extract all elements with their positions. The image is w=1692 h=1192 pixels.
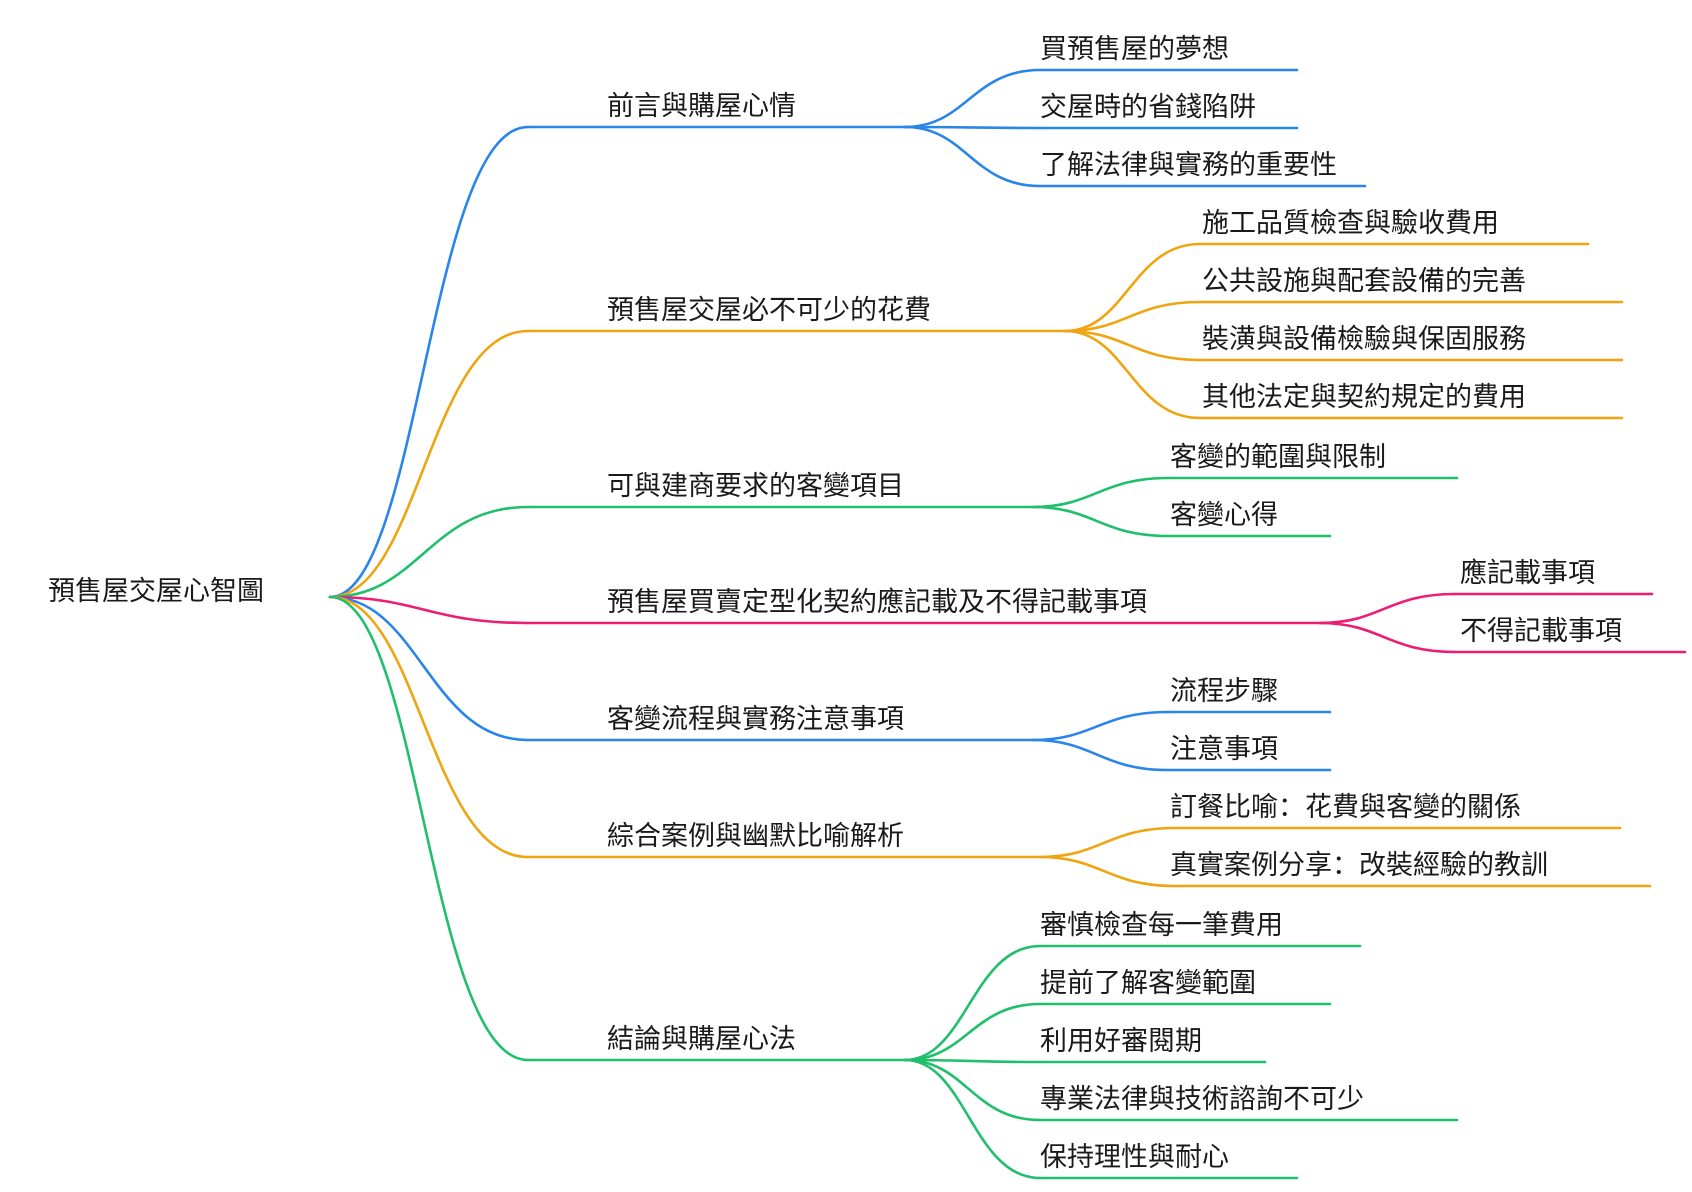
branch-6-leaf-1-label: 提前了解客變範圍 bbox=[1040, 968, 1256, 999]
branch-0-leaf-0-label: 買預售屋的夢想 bbox=[1040, 34, 1229, 65]
branch-3-leaf-0-connector bbox=[1318, 592, 1457, 625]
branch-5-label: 綜合案例與幽默比喻解析 bbox=[607, 821, 904, 852]
branch-3-leaf-1-connector bbox=[1318, 621, 1457, 654]
branch-6-connector bbox=[328, 595, 530, 1062]
branch-6-label: 結論與購屋心法 bbox=[607, 1024, 796, 1055]
branch-2-leaf-1-connector bbox=[1031, 505, 1170, 538]
branch-0-leaf-0-connector bbox=[903, 68, 1042, 129]
branch-0-leaf-1-connector bbox=[903, 125, 1042, 130]
branch-4-leaf-0-connector bbox=[1031, 710, 1170, 742]
branch-6-leaf-3-connector bbox=[903, 1058, 1042, 1122]
branch-5-leaf-0-label: 訂餐比喻：花費與客變的關係 bbox=[1170, 792, 1521, 823]
branch-5-connector bbox=[328, 595, 530, 859]
branch-0-label: 前言與購屋心情 bbox=[607, 91, 796, 122]
branch-5-leaf-1-connector bbox=[1038, 855, 1177, 888]
branch-1-leaf-1-connector bbox=[1063, 300, 1202, 333]
branch-6-leaf-1-connector bbox=[903, 1002, 1042, 1062]
branch-1-leaf-0-label: 施工品質檢查與驗收費用 bbox=[1202, 208, 1499, 239]
branch-6-leaf-2-label: 利用好審閱期 bbox=[1040, 1026, 1202, 1057]
branch-6-leaf-0-connector bbox=[903, 944, 1042, 1062]
branch-0-leaf-2-label: 了解法律與實務的重要性 bbox=[1040, 150, 1337, 181]
branch-2-leaf-1-label: 客變心得 bbox=[1170, 500, 1278, 531]
branch-5-leaf-1-label: 真實案例分享：改裝經驗的教訓 bbox=[1170, 850, 1548, 881]
branch-1-label: 預售屋交屋必不可少的花費 bbox=[607, 295, 931, 326]
branch-1-leaf-2-label: 裝潢與設備檢驗與保固服務 bbox=[1202, 324, 1526, 355]
branch-0-leaf-2-connector bbox=[903, 125, 1042, 188]
branch-3-connector bbox=[328, 595, 530, 625]
branch-1-leaf-3-label: 其他法定與契約規定的費用 bbox=[1202, 382, 1526, 413]
branch-1-leaf-0-connector bbox=[1063, 242, 1202, 333]
branch-6-leaf-3-label: 專業法律與技術諮詢不可少 bbox=[1040, 1084, 1364, 1115]
branch-6-leaf-4-connector bbox=[903, 1058, 1042, 1180]
mindmap-edges bbox=[328, 68, 1687, 1180]
branch-4-leaf-1-label: 注意事項 bbox=[1170, 734, 1278, 765]
branch-4-connector bbox=[328, 595, 530, 742]
branch-2-connector bbox=[328, 505, 530, 599]
branch-1-leaf-2-connector bbox=[1063, 329, 1202, 362]
branch-1-connector bbox=[328, 329, 530, 599]
branch-0-leaf-1-label: 交屋時的省錢陷阱 bbox=[1040, 92, 1256, 123]
branch-3-leaf-1-label: 不得記載事項 bbox=[1460, 616, 1622, 647]
branch-2-leaf-0-connector bbox=[1031, 476, 1170, 509]
branch-3-leaf-0-label: 應記載事項 bbox=[1460, 558, 1595, 589]
branch-2-leaf-0-label: 客變的範圍與限制 bbox=[1170, 442, 1386, 473]
branch-4-leaf-1-connector bbox=[1031, 738, 1170, 772]
branch-6-leaf-0-label: 審慎檢查每一筆費用 bbox=[1040, 910, 1283, 941]
branch-5-leaf-0-connector bbox=[1038, 826, 1177, 859]
branch-6-leaf-4-label: 保持理性與耐心 bbox=[1040, 1142, 1229, 1173]
branch-1-leaf-3-connector bbox=[1063, 329, 1202, 420]
branch-3-label: 預售屋買賣定型化契約應記載及不得記載事項 bbox=[607, 587, 1147, 618]
branch-1-leaf-1-label: 公共設施與配套設備的完善 bbox=[1202, 266, 1526, 297]
branch-2-label: 可與建商要求的客變項目 bbox=[607, 471, 904, 502]
branch-4-leaf-0-label: 流程步驟 bbox=[1170, 676, 1278, 707]
root-node-label: 預售屋交屋心智圖 bbox=[48, 576, 264, 607]
branch-0-connector bbox=[328, 125, 530, 599]
branch-6-leaf-2-connector bbox=[903, 1058, 1042, 1064]
branch-4-label: 客變流程與實務注意事項 bbox=[607, 704, 904, 735]
mindmap-labels: 預售屋交屋心智圖 前言與購屋心情 買預售屋的夢想交屋時的省錢陷阱了解法律與實務的重… bbox=[48, 34, 1622, 1173]
